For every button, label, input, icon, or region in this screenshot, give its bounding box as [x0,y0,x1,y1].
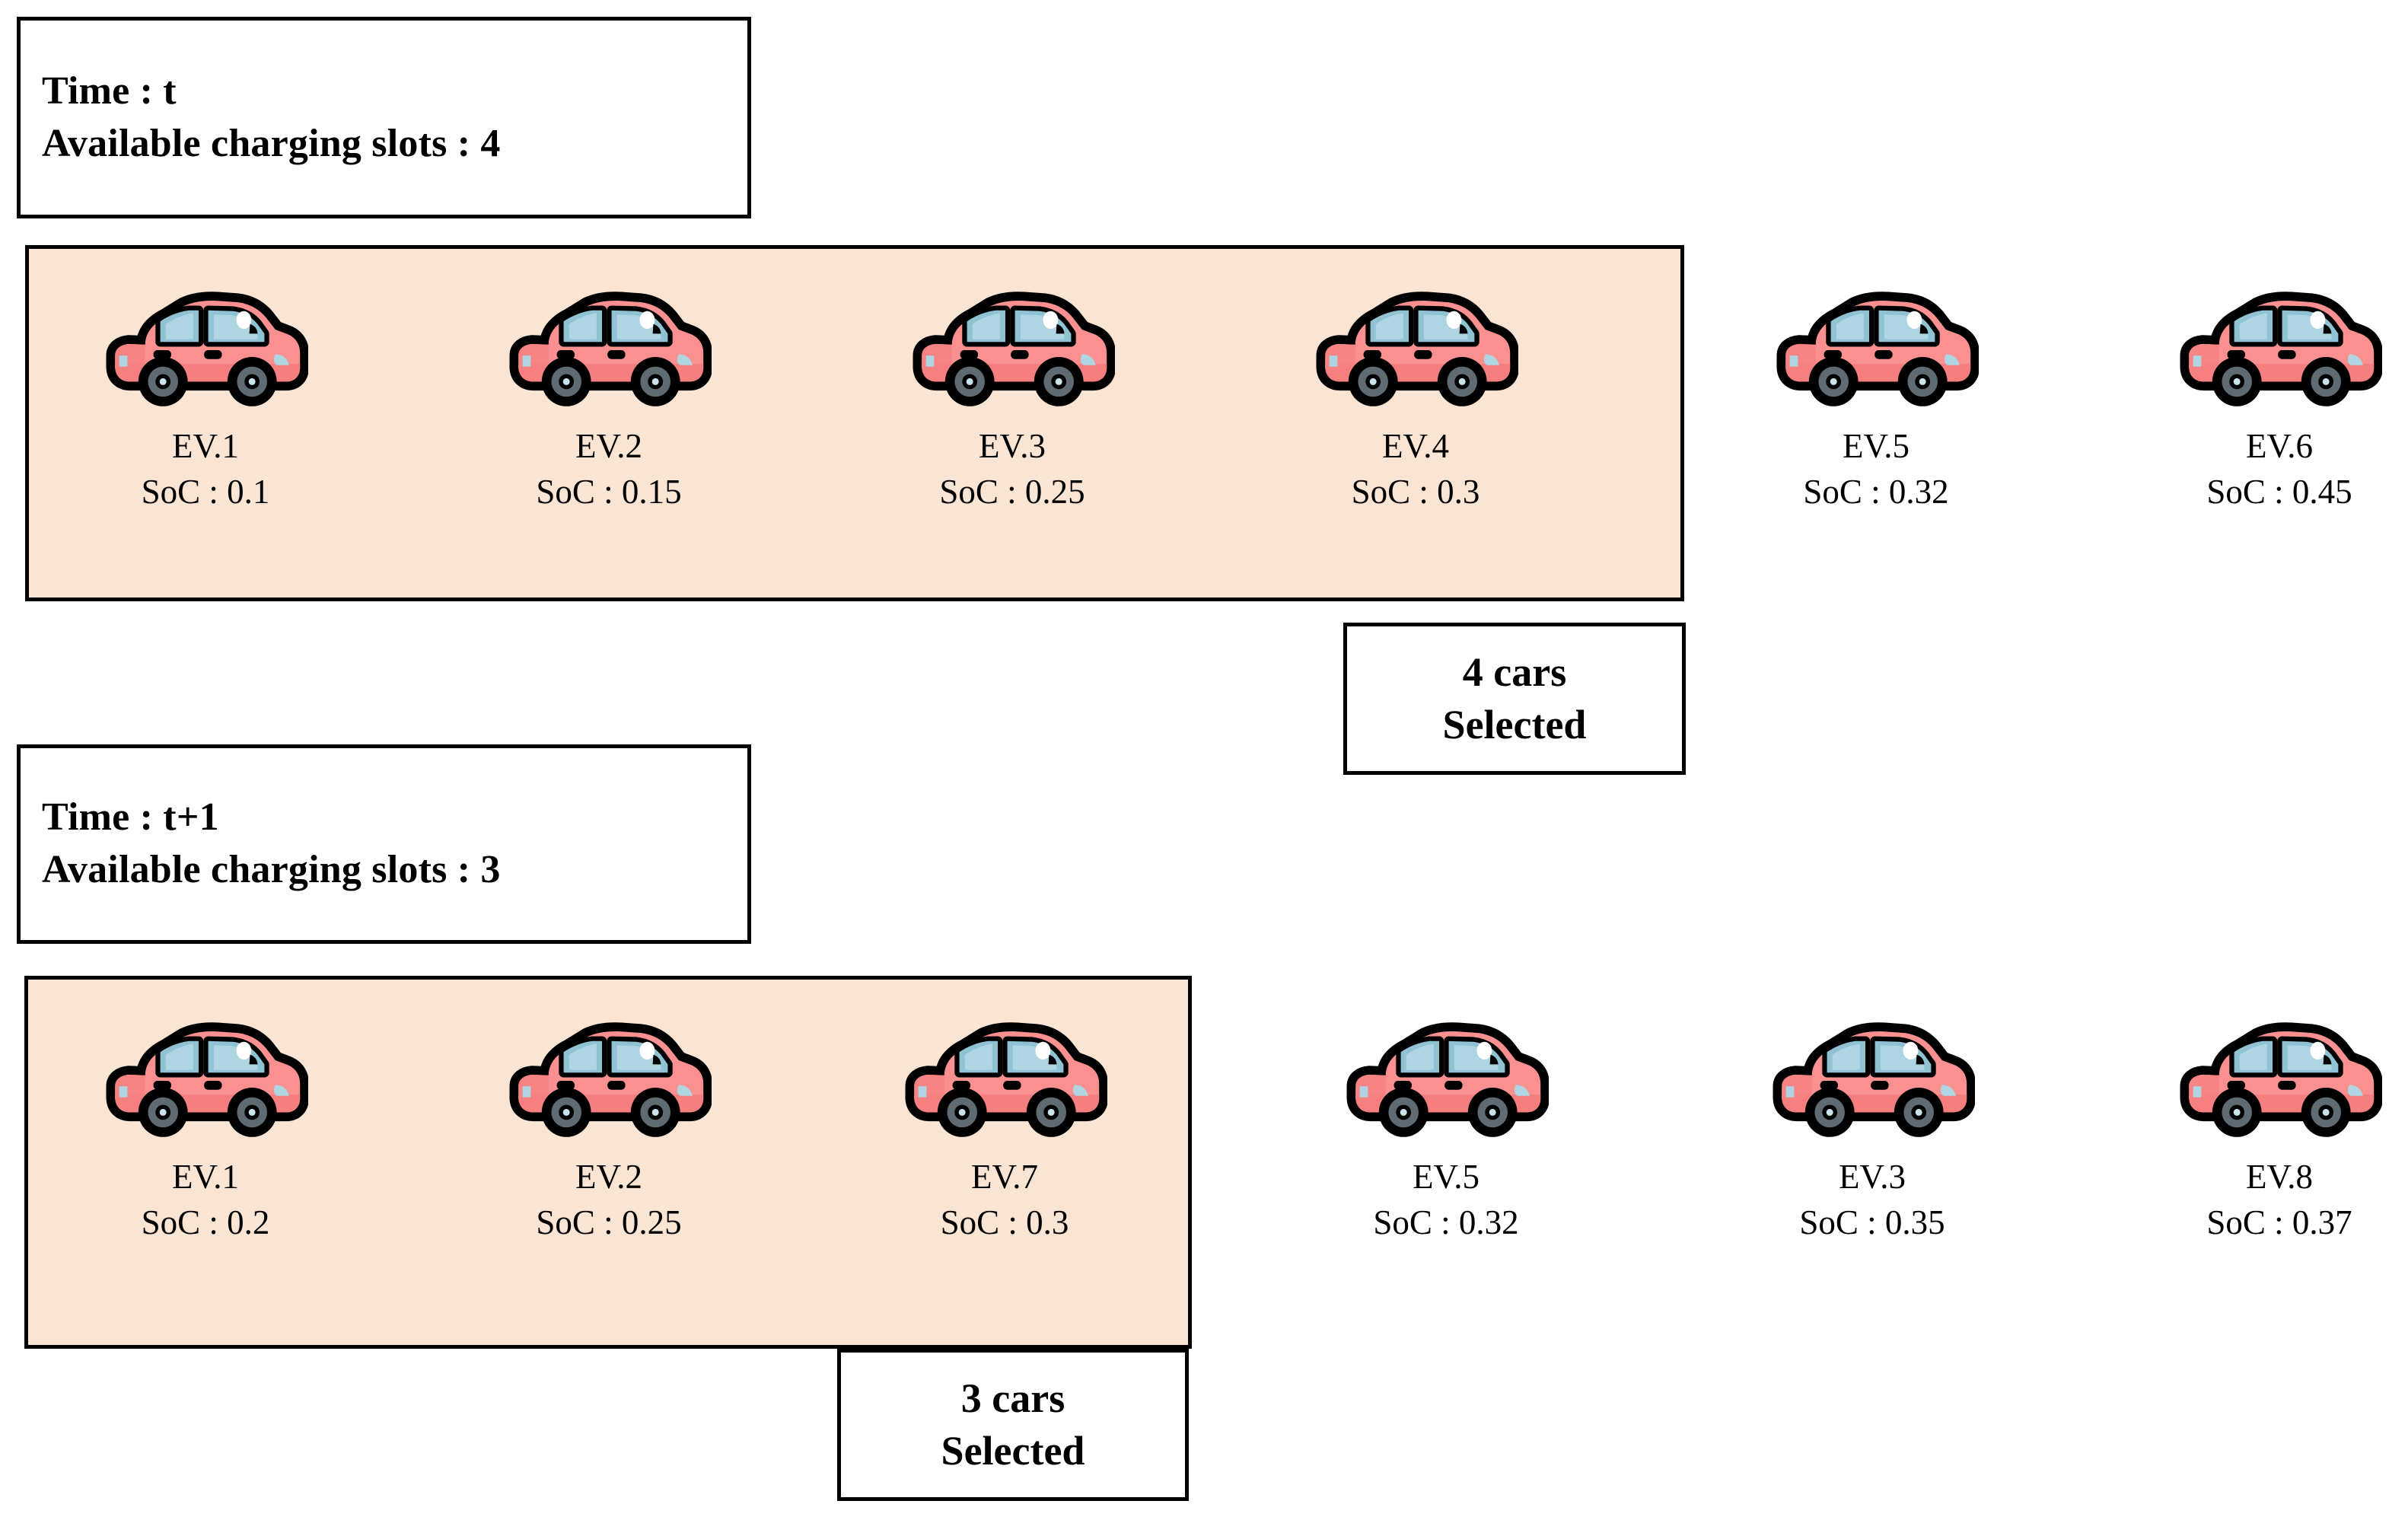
ev-name: EV.5 [1413,1158,1480,1196]
ev-soc: SoC : 0.37 [2206,1203,2352,1242]
car-side-icon [1313,282,1518,419]
ev-cell-row1-3[interactable]: EV.3 SoC : 0.25 [887,282,1138,515]
car-side-icon [106,292,308,406]
ev-cell-row2-5[interactable]: EV.3 SoC : 0.35 [1747,1012,1998,1246]
ev-cell-row2-4[interactable]: EV.5 SoC : 0.32 [1320,1012,1572,1246]
car-side-icon [2177,282,2382,419]
car-side-icon [2177,1012,2382,1149]
car-side-icon [1343,1012,1549,1149]
car-side-icon [506,282,712,419]
ev-cell-row1-6[interactable]: EV.6 SoC : 0.45 [2154,282,2405,515]
ev-name: EV.1 [172,427,239,465]
ev-soc: SoC : 0.32 [1803,473,1949,511]
time-info-box-row-1: Time : t Available charging slots : 4 [17,17,751,218]
car-side-icon [1769,1012,1975,1149]
ev-name: EV.7 [971,1158,1038,1196]
ev-name: EV.3 [1839,1158,1906,1196]
time-label-row-2: Time : t+1 [42,795,219,840]
ev-cell-row1-5[interactable]: EV.5 SoC : 0.32 [1750,282,2002,515]
car-side-icon [1773,282,1979,419]
ev-cell-row1-1[interactable]: EV.1 SoC : 0.1 [80,282,331,515]
ev-soc: SoC : 0.1 [141,473,270,511]
cars-selected-callout-row-2: 3 cars Selected [837,1349,1189,1501]
ev-name: EV.3 [979,427,1046,465]
ev-soc: SoC : 0.32 [1373,1203,1519,1242]
ev-soc: SoC : 0.25 [536,1203,682,1242]
selected-count-label: 4 cars [1462,648,1567,695]
ev-cell-row2-1[interactable]: EV.1 SoC : 0.2 [80,1012,331,1246]
ev-name: EV.6 [2246,427,2313,465]
ev-cell-row2-2[interactable]: EV.2 SoC : 0.25 [483,1012,734,1246]
time-label-row-1: Time : t [42,69,177,113]
car-side-icon [902,1012,1107,1149]
selected-state-label: Selected [941,1428,1085,1474]
ev-cell-row2-3[interactable]: EV.7 SoC : 0.3 [879,1012,1130,1246]
selected-state-label: Selected [1442,702,1587,747]
ev-soc: SoC : 0.15 [536,473,682,511]
selected-count-label: 3 cars [960,1375,1065,1421]
ev-soc: SoC : 0.3 [940,1203,1069,1242]
ev-cell-row1-2[interactable]: EV.2 SoC : 0.15 [483,282,734,515]
car-side-icon [103,1012,308,1149]
time-info-box-row-2: Time : t+1 Available charging slots : 3 [17,744,751,944]
car-side-icon [909,282,1115,419]
ev-name: EV.8 [2246,1158,2313,1196]
ev-cell-row1-4[interactable]: EV.4 SoC : 0.3 [1290,282,1541,515]
ev-name: EV.2 [575,427,642,465]
car-side-icon [506,1012,712,1149]
ev-soc: SoC : 0.45 [2206,473,2352,511]
ev-soc: SoC : 0.35 [1799,1203,1945,1242]
ev-name: EV.1 [172,1158,239,1196]
ev-soc: SoC : 0.2 [141,1203,270,1242]
ev-name: EV.5 [1843,427,1910,465]
ev-cell-row2-6[interactable]: EV.8 SoC : 0.37 [2154,1012,2405,1246]
ev-soc: SoC : 0.3 [1351,473,1480,511]
available-slots-label-row-2: Available charging slots : 3 [42,848,501,891]
available-slots-label-row-1: Available charging slots : 4 [42,121,501,165]
ev-name: EV.2 [575,1158,642,1196]
cars-selected-callout-row-1: 4 cars Selected [1343,623,1686,775]
ev-soc: SoC : 0.25 [939,473,1085,511]
ev-name: EV.4 [1382,427,1449,465]
